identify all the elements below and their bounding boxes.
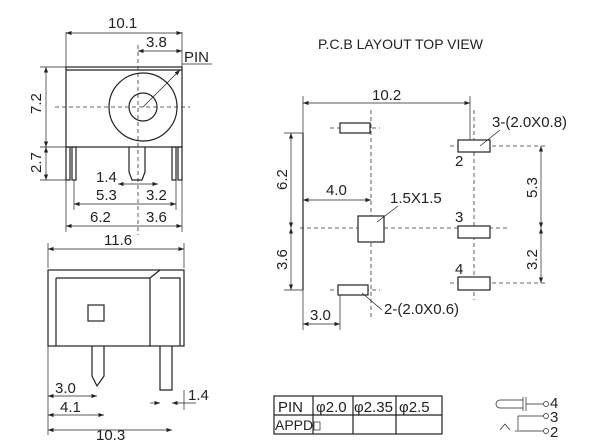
dim-6-2: 6.2	[90, 209, 111, 226]
dim-pad-2: 2-(2.0X0.6)	[384, 301, 459, 318]
pin-table: PIN φ2.0 φ2.35 φ2.5 APPD	[273, 395, 443, 435]
dim-pin-height: 2.7	[28, 152, 45, 173]
checkbox-2-0	[313, 421, 321, 431]
pcb-layout: P.C.B LAYOUT TOP VIEW 10.2 2 3 4 3-(2.0X…	[274, 36, 567, 330]
dim-length: 11.6	[104, 232, 132, 249]
table-row-appd: APPD	[275, 417, 313, 433]
pin-3-label: 3	[455, 209, 463, 226]
dim-pcb-5-3: 5.3	[524, 177, 541, 198]
dim-pcb-3-0: 3.0	[310, 307, 331, 324]
front-view: 10.1 3.8 PIN 7.2 2.7 1.4 5.3 3.2 6.2 3.6	[28, 15, 212, 235]
dim-height: 7.2	[28, 93, 45, 114]
dim-3-6: 3.6	[146, 209, 167, 226]
dim-pcb-6-2: 6.2	[274, 169, 291, 190]
pin-label: PIN	[184, 49, 209, 66]
dim-square-pad: 1.5X1.5	[390, 190, 442, 207]
dim-5-3: 5.3	[96, 187, 117, 204]
dim-pin-width: 1.4	[96, 169, 117, 186]
dim-1-4: 1.4	[188, 387, 209, 404]
dim-10-3: 10.3	[96, 427, 125, 444]
schematic-pin-3: 3	[550, 409, 558, 426]
pin-4-label: 4	[455, 261, 463, 278]
pad-3	[457, 225, 491, 239]
dim-pad-3: 3-(2.0X0.8)	[492, 114, 567, 131]
dim-3-0: 3.0	[55, 380, 76, 397]
pad-1	[339, 122, 371, 134]
schematic-symbol: 4 3 2	[495, 395, 558, 441]
table-header-2-5: φ2.5	[399, 399, 430, 416]
dim-10-2: 10.2	[372, 87, 401, 104]
schematic-pin-2: 2	[550, 424, 558, 441]
dim-pcb-3-6: 3.6	[274, 249, 291, 270]
dim-4-1: 4.1	[60, 399, 81, 416]
schematic-pin-4: 4	[550, 395, 558, 412]
side-view: 11.6 3.0 4.1 10.3 1.4	[47, 232, 209, 444]
table-header-pin: PIN	[278, 399, 303, 416]
pcb-title: P.C.B LAYOUT TOP VIEW	[318, 36, 484, 52]
dim-4-0: 4.0	[326, 182, 347, 199]
pad-4	[457, 276, 491, 291]
dim-pcb-3-2: 3.2	[524, 249, 541, 270]
pad-2	[457, 139, 491, 153]
dim-3-2: 3.2	[146, 187, 167, 204]
pin-2-label: 2	[455, 153, 463, 170]
pad-5	[337, 284, 369, 296]
dim-pin-offset: 3.8	[146, 34, 167, 51]
dim-width: 10.1	[108, 15, 137, 32]
table-header-2-35: φ2.35	[354, 399, 393, 416]
table-header-2-0: φ2.0	[316, 399, 347, 416]
